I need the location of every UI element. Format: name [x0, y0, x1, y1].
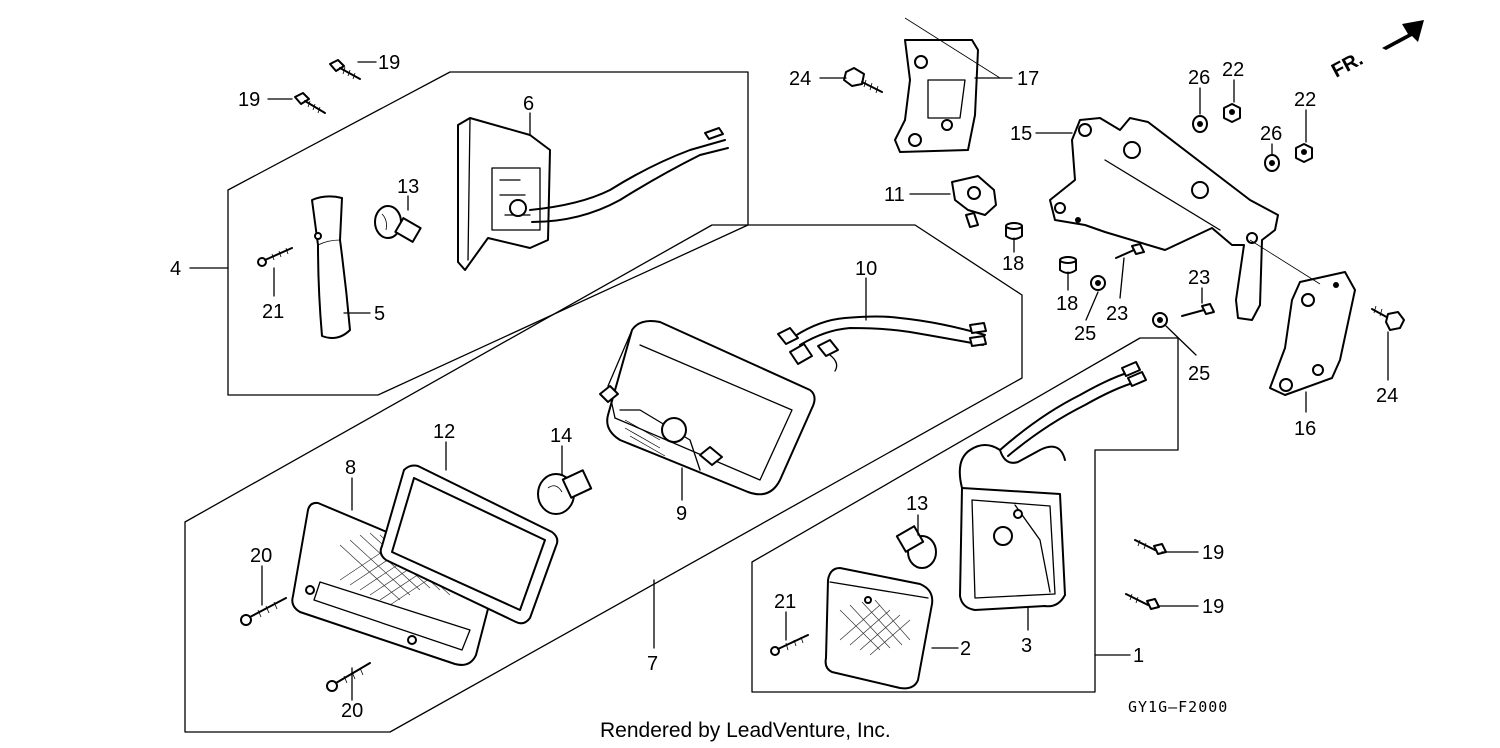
callout-19: 19 [1202, 596, 1224, 618]
callout-1: 1 [1133, 645, 1144, 667]
callout-19: 19 [238, 89, 260, 111]
callout-26: 26 [1188, 67, 1210, 89]
callout-4: 4 [170, 258, 181, 280]
bolt-24-upper [843, 67, 883, 94]
callout-18: 18 [1002, 253, 1024, 275]
callout-21: 21 [774, 591, 796, 613]
group-outline-tail-light [184, 224, 1023, 733]
callout-21: 21 [262, 301, 284, 323]
washer-26-lower [1264, 154, 1280, 172]
grommet-18-upper [1005, 222, 1023, 240]
stay-bracket-17 [894, 17, 1001, 153]
bolt-24-lower [1371, 305, 1405, 331]
turn-signal-housing-right [958, 361, 1147, 611]
callout-5: 5 [374, 303, 385, 325]
screw-19-upper [329, 59, 361, 80]
callout-24: 24 [789, 68, 811, 90]
clip-11 [951, 175, 997, 228]
screw-23-lower [1181, 303, 1215, 317]
grommet-18-lower [1059, 256, 1077, 274]
group-outline-right-turn-signal [751, 337, 1179, 693]
callout-13: 13 [397, 176, 419, 198]
bulb-13-right [895, 525, 937, 569]
turn-signal-lens-right [824, 567, 934, 690]
turn-signal-lens-left [311, 195, 351, 339]
turn-signal-housing-left [457, 117, 729, 271]
nut-25-lower [1152, 312, 1168, 328]
callout-26: 26 [1260, 123, 1282, 145]
callout-9: 9 [676, 503, 687, 525]
callout-22: 22 [1222, 59, 1244, 81]
callout-12: 12 [433, 421, 455, 443]
nut-22-upper [1223, 103, 1241, 123]
callout-23: 23 [1106, 303, 1128, 325]
callout-20: 20 [250, 545, 272, 567]
screw-20-upper [240, 597, 287, 626]
main-bracket-15 [1049, 117, 1279, 321]
callout-15: 15 [1010, 123, 1032, 145]
front-direction-label: FR. [1328, 48, 1367, 83]
callout-20: 20 [341, 700, 363, 722]
callout-14: 14 [550, 425, 572, 447]
nut-22-lower [1295, 143, 1313, 163]
callout-23: 23 [1188, 267, 1210, 289]
callout-17: 17 [1017, 68, 1039, 90]
diagram-code: GY1G–F2000 [1128, 698, 1228, 716]
callout-16: 16 [1294, 418, 1316, 440]
screw-21-left [257, 247, 293, 267]
callout-3: 3 [1021, 635, 1032, 657]
callout-8: 8 [345, 457, 356, 479]
callout-19: 19 [378, 52, 400, 74]
callout-19: 19 [1202, 542, 1224, 564]
callout-2: 2 [960, 638, 971, 660]
callout-10: 10 [855, 258, 877, 280]
screw-19-right-lower [1125, 593, 1160, 610]
callout-24: 24 [1376, 385, 1398, 407]
callout-22: 22 [1294, 89, 1316, 111]
callout-labels: 19 19 6 13 4 21 5 10 11 12 14 8 9 20 7 2… [170, 52, 1398, 722]
washer-26-upper [1192, 115, 1208, 133]
tail-light-housing [599, 320, 816, 496]
wire-harness [777, 315, 987, 372]
callout-25: 25 [1188, 363, 1210, 385]
front-direction-arrow: FR. [1328, 20, 1424, 82]
screw-21-right [770, 634, 809, 656]
callout-6: 6 [523, 93, 534, 115]
screw-23-upper [1115, 243, 1145, 259]
credit-text: Rendered by LeadVenture, Inc. [600, 719, 891, 742]
screw-19-right-upper [1134, 539, 1167, 555]
screw-19-lower [294, 92, 326, 114]
tail-light-gasket [379, 464, 559, 625]
screw-20-lower [326, 662, 371, 692]
callout-11: 11 [884, 184, 905, 206]
stay-bracket-16 [1249, 239, 1356, 396]
callout-7: 7 [647, 653, 658, 675]
callout-13: 13 [906, 493, 928, 515]
callout-25: 25 [1074, 323, 1096, 345]
bulb-13-left [374, 205, 422, 243]
nut-25-upper [1090, 275, 1106, 291]
callout-18: 18 [1056, 293, 1078, 315]
leader-lines [189, 61, 1389, 701]
bulb-14-tail [537, 469, 593, 515]
